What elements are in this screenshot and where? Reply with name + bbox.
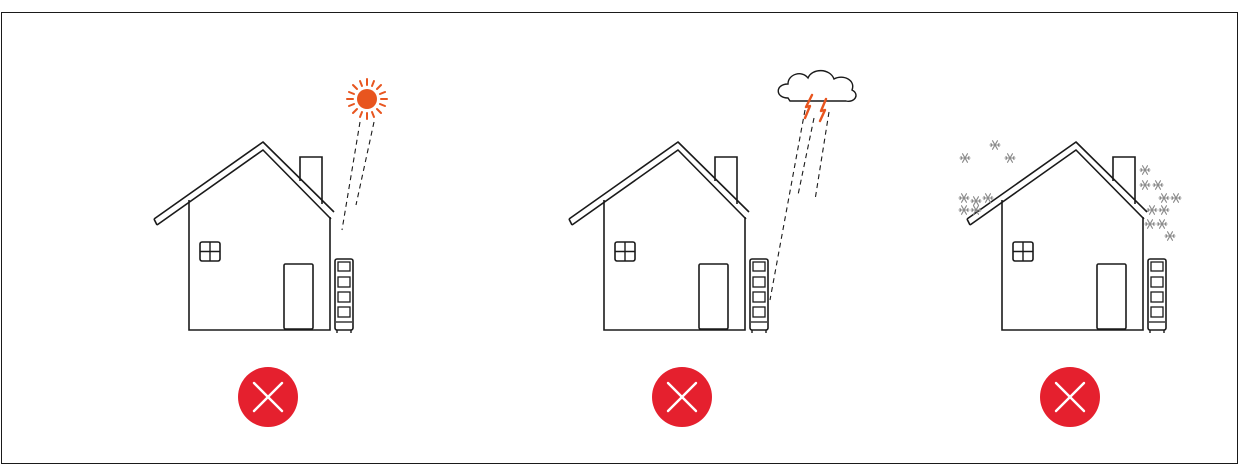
- panel-rain: [569, 71, 856, 427]
- sun-rays-dashed: [342, 122, 374, 230]
- snowflake-icon: [959, 141, 1181, 241]
- rain-streaks-dashed: [770, 110, 829, 300]
- prohibited-x-icon: [238, 367, 298, 427]
- storm-cloud-icon: [778, 71, 856, 121]
- prohibited-x-icon: [1040, 367, 1100, 427]
- house-icon: [569, 142, 768, 333]
- sun-icon: [347, 79, 387, 119]
- panel-sun: [154, 79, 387, 427]
- house-icon: [154, 142, 353, 333]
- panel-snow: [959, 141, 1181, 427]
- prohibited-x-icon: [652, 367, 712, 427]
- house-icon: [967, 142, 1166, 333]
